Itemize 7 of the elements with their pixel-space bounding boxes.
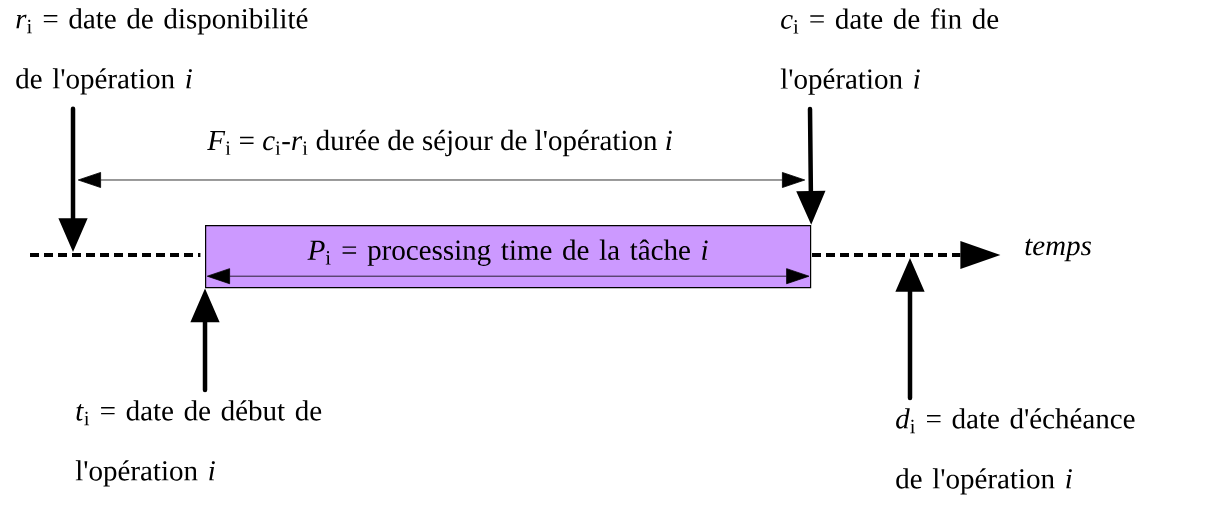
annotation-text: d$_{i}$ = date d'échéance de l'opération i xyxy=(896,408,1135,495)
time-axis xyxy=(812,241,1001,269)
task-bar: P$_{i}$ = processing time de la tâche i xyxy=(205,225,812,289)
annotation-text: c$_{i}$ = date de fin de l'opération i xyxy=(780,8,999,95)
annotation-text: t$_{i}$ = date de début de l'opération i xyxy=(75,400,322,487)
dimension-label: F$_{i}$ = c$_{i}$-r$_{i}$ durée de séjour de l'opération i xyxy=(207,129,672,157)
dashed-line xyxy=(30,253,201,257)
